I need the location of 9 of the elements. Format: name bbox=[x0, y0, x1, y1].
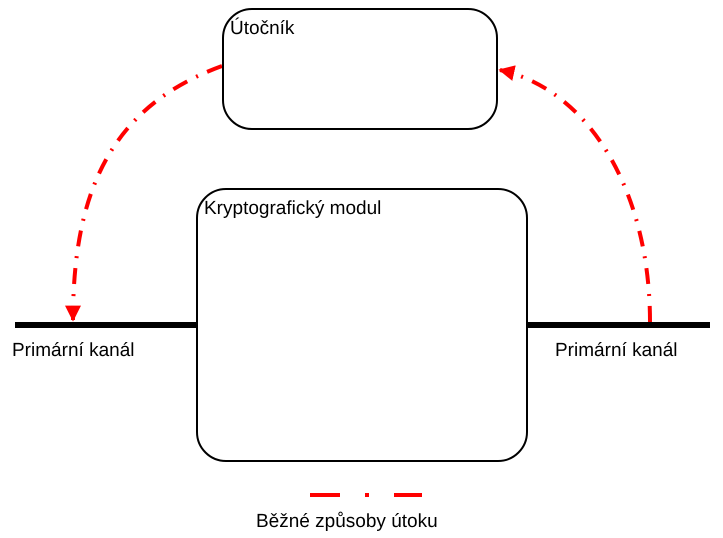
channel-label: Primární kanál bbox=[12, 340, 134, 362]
legend-label: Běžné způsoby útoku bbox=[256, 511, 438, 533]
box-title: Kryptografický modul bbox=[204, 198, 382, 220]
channel-label: Primární kanál bbox=[555, 340, 678, 362]
attack-arrow bbox=[65, 64, 223, 322]
box-title: Útočník bbox=[230, 18, 294, 40]
module-box bbox=[196, 188, 528, 462]
attack-arrow bbox=[498, 66, 652, 322]
module-box bbox=[222, 8, 498, 130]
